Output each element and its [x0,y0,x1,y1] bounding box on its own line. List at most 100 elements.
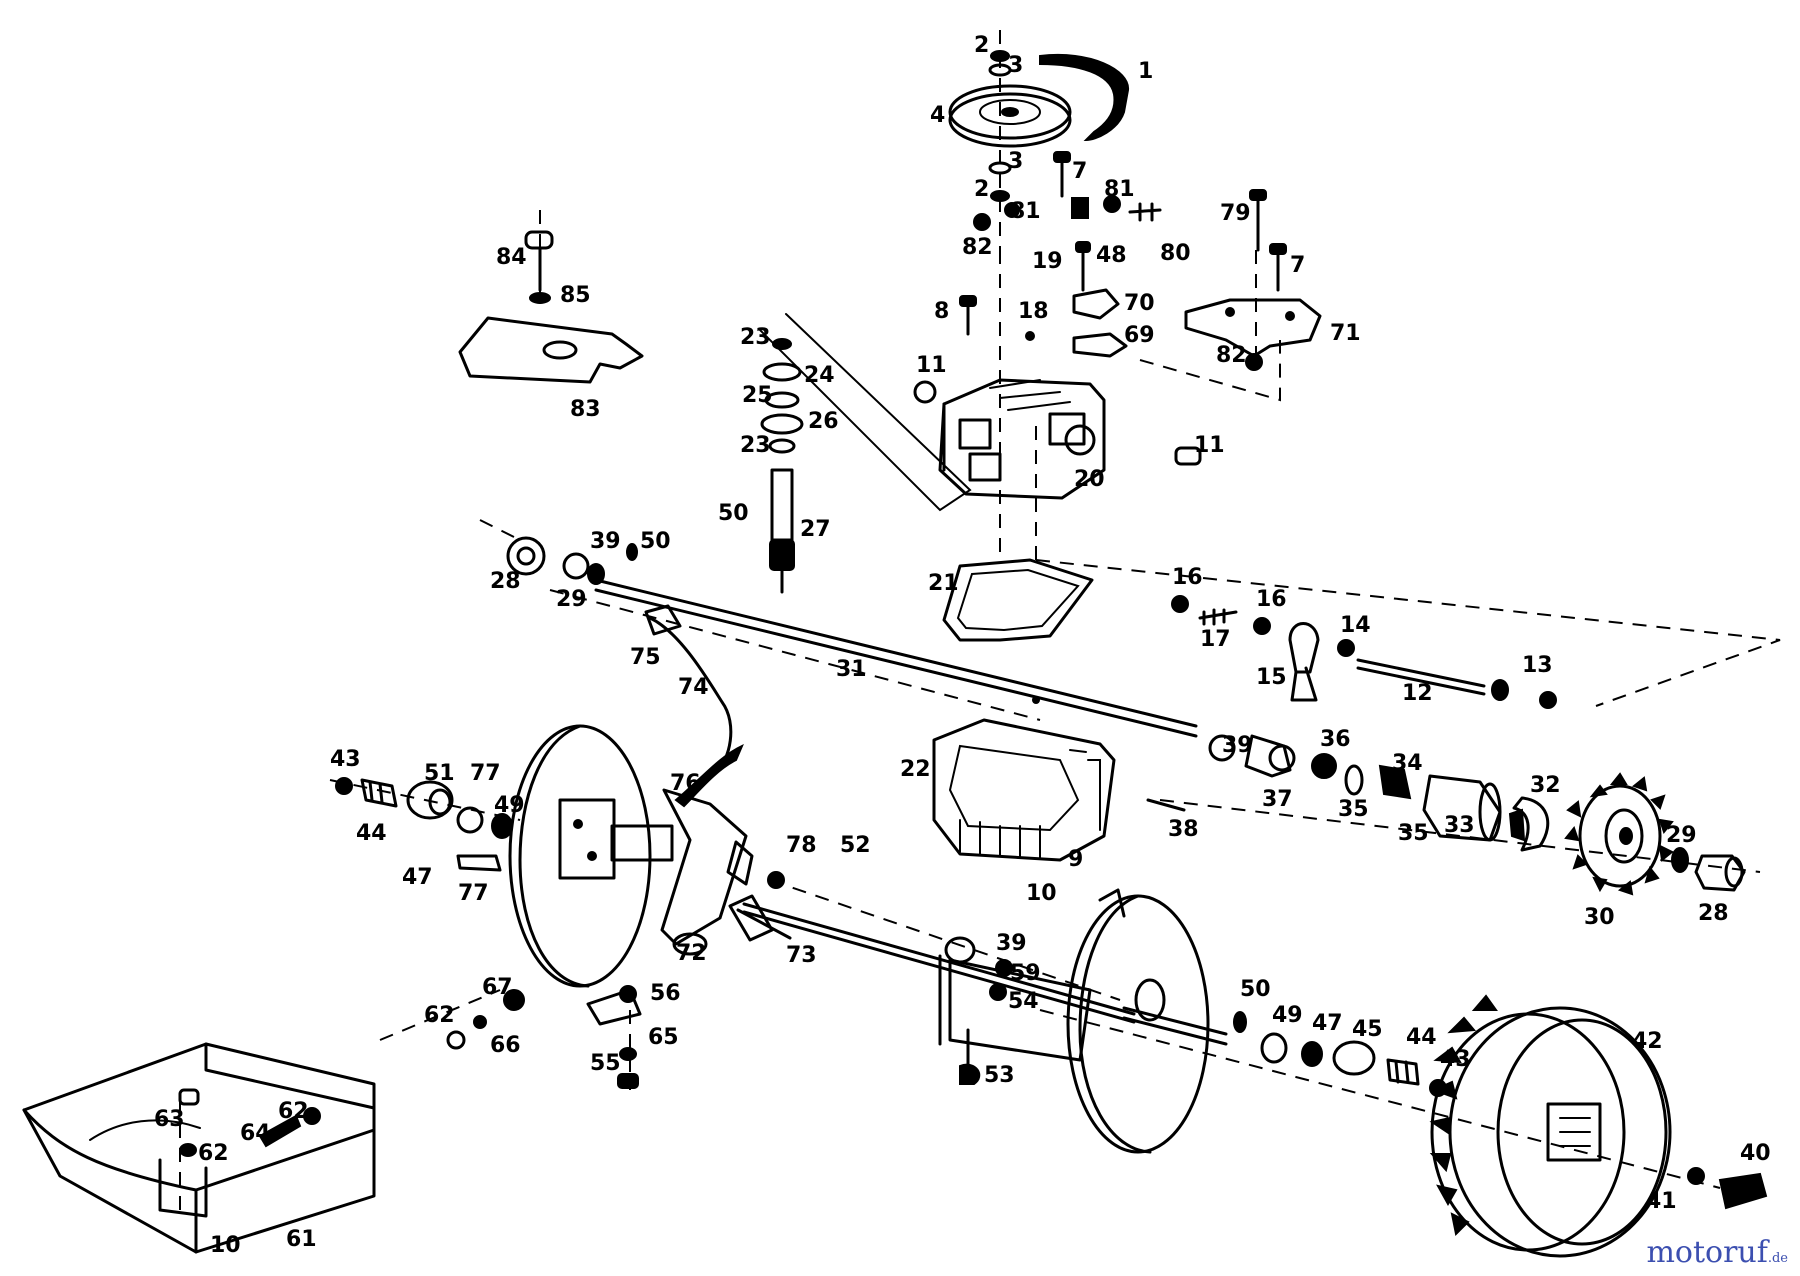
washer [1687,1167,1705,1185]
part-number-label: 7 [1072,159,1087,184]
part-number-label: 80 [1160,241,1191,266]
bushing-28-right [1694,854,1746,892]
part-number-label: 24 [804,363,835,388]
part-number-label: 21 [928,571,959,596]
part-number-label: 43 [330,747,361,772]
bolts-top [959,151,1287,371]
axle-end-left [506,536,638,585]
rear-wheel-42 [1429,994,1672,1258]
part-number-label: 10 [210,1233,241,1258]
part-number-label: 40 [1740,1141,1771,1166]
part-number-label: 35 [1398,821,1429,846]
part-number-label: 39 [1222,733,1253,758]
part-number-label: 26 [808,409,839,434]
part-number-label: 77 [458,881,489,906]
part-number-label: 81 [1104,177,1135,202]
part-number-label: 28 [490,569,521,594]
shift-assembly [1171,595,1557,709]
part-number-label: 29 [556,587,587,612]
left-hub-parts [335,777,513,872]
part-number-label: 55 [590,1051,621,1076]
part-number-label: 50 [1240,977,1271,1002]
part-number-label: 38 [1168,817,1199,842]
part-number-label: 23 [740,325,771,350]
part-number-label: 62 [278,1099,309,1124]
height-lever [644,604,792,956]
part-number-label: 77 [470,761,501,786]
part-number-label: 41 [1646,1189,1677,1214]
part-number-label: 32 [1530,773,1561,798]
part-number-label: 16 [1172,565,1203,590]
part-number-label: 64 [240,1121,271,1146]
part-number-label: 9 [1068,847,1083,872]
part-number-label: 33 [1444,813,1475,838]
part-number-label: 39 [590,529,621,554]
washer [1671,847,1689,873]
left-wheel [508,724,674,988]
part-number-label: 65 [648,1025,679,1050]
part-number-label: 2 [974,33,989,58]
part-number-label: 22 [900,757,931,782]
part-number-label: 49 [494,793,525,818]
part-number-label: 30 [1584,905,1615,930]
part-number-label: 47 [1312,1011,1343,1036]
link-70 [1072,288,1120,320]
part-number-label: 10 [1026,881,1057,906]
gear-case-22 [932,718,1116,862]
part-number-label: 84 [496,245,527,270]
part-number-label: 59 [1010,961,1041,986]
part-number-label: 29 [1666,823,1697,848]
part-number-label: 1 [1138,59,1153,84]
part-number-label: 72 [676,941,707,966]
small-bottom-parts [446,985,642,1089]
part-number-label: 34 [1392,751,1423,776]
part-number-label: 27 [800,517,831,542]
part-number-label: 16 [1256,587,1287,612]
right-gear-train [1146,734,1550,852]
part-number-label: 71 [1330,321,1361,346]
part-number-label: 4 [930,103,945,128]
hub-cap-40 [1718,1172,1768,1210]
v-belt [1039,53,1130,142]
part-number-label: 12 [1402,681,1433,706]
washer [990,190,1010,202]
sprocket-30 [1564,772,1674,896]
part-number-label: 43 [1440,1047,1471,1072]
part-number-label: 81 [1010,199,1041,224]
cover-plate-83 [458,230,644,384]
part-number-label: 20 [1074,467,1105,492]
part-number-label: 18 [1018,299,1049,324]
part-number-label: 73 [786,943,817,968]
part-number-label: 8 [934,299,949,324]
part-number-label: 70 [1124,291,1155,316]
part-number-label: 47 [402,865,433,890]
part-number-label: 50 [640,529,671,554]
link-69 [1072,332,1128,358]
part-number-label: 19 [1032,249,1063,274]
part-number-label: 85 [560,283,591,308]
part-number-label: 25 [742,383,773,408]
part-number-label: 66 [490,1033,521,1058]
part-number-label: 61 [286,1227,317,1252]
part-number-label: 50 [718,501,749,526]
part-number-label: 28 [1698,901,1729,926]
leader-lines [179,30,1781,1220]
lift-frame [938,936,1092,1085]
part-number-label: 82 [962,235,993,260]
part-number-label: 74 [678,675,709,700]
part-number-label: 35 [1338,797,1369,822]
part-number-label: 69 [1124,323,1155,348]
part-number-label: 67 [482,975,513,1000]
middle-wheel [1066,888,1228,1154]
part-number-label: 54 [1008,989,1039,1014]
part-number-label: 3 [1008,149,1023,174]
washer [988,161,1012,175]
gearbox-housing [913,378,1202,500]
part-number-label: 11 [916,353,947,378]
washer [988,63,1012,77]
part-number-label: 42 [1632,1029,1663,1054]
watermark-name: motoruf [1646,1235,1768,1270]
part-number-label: 63 [154,1107,185,1132]
